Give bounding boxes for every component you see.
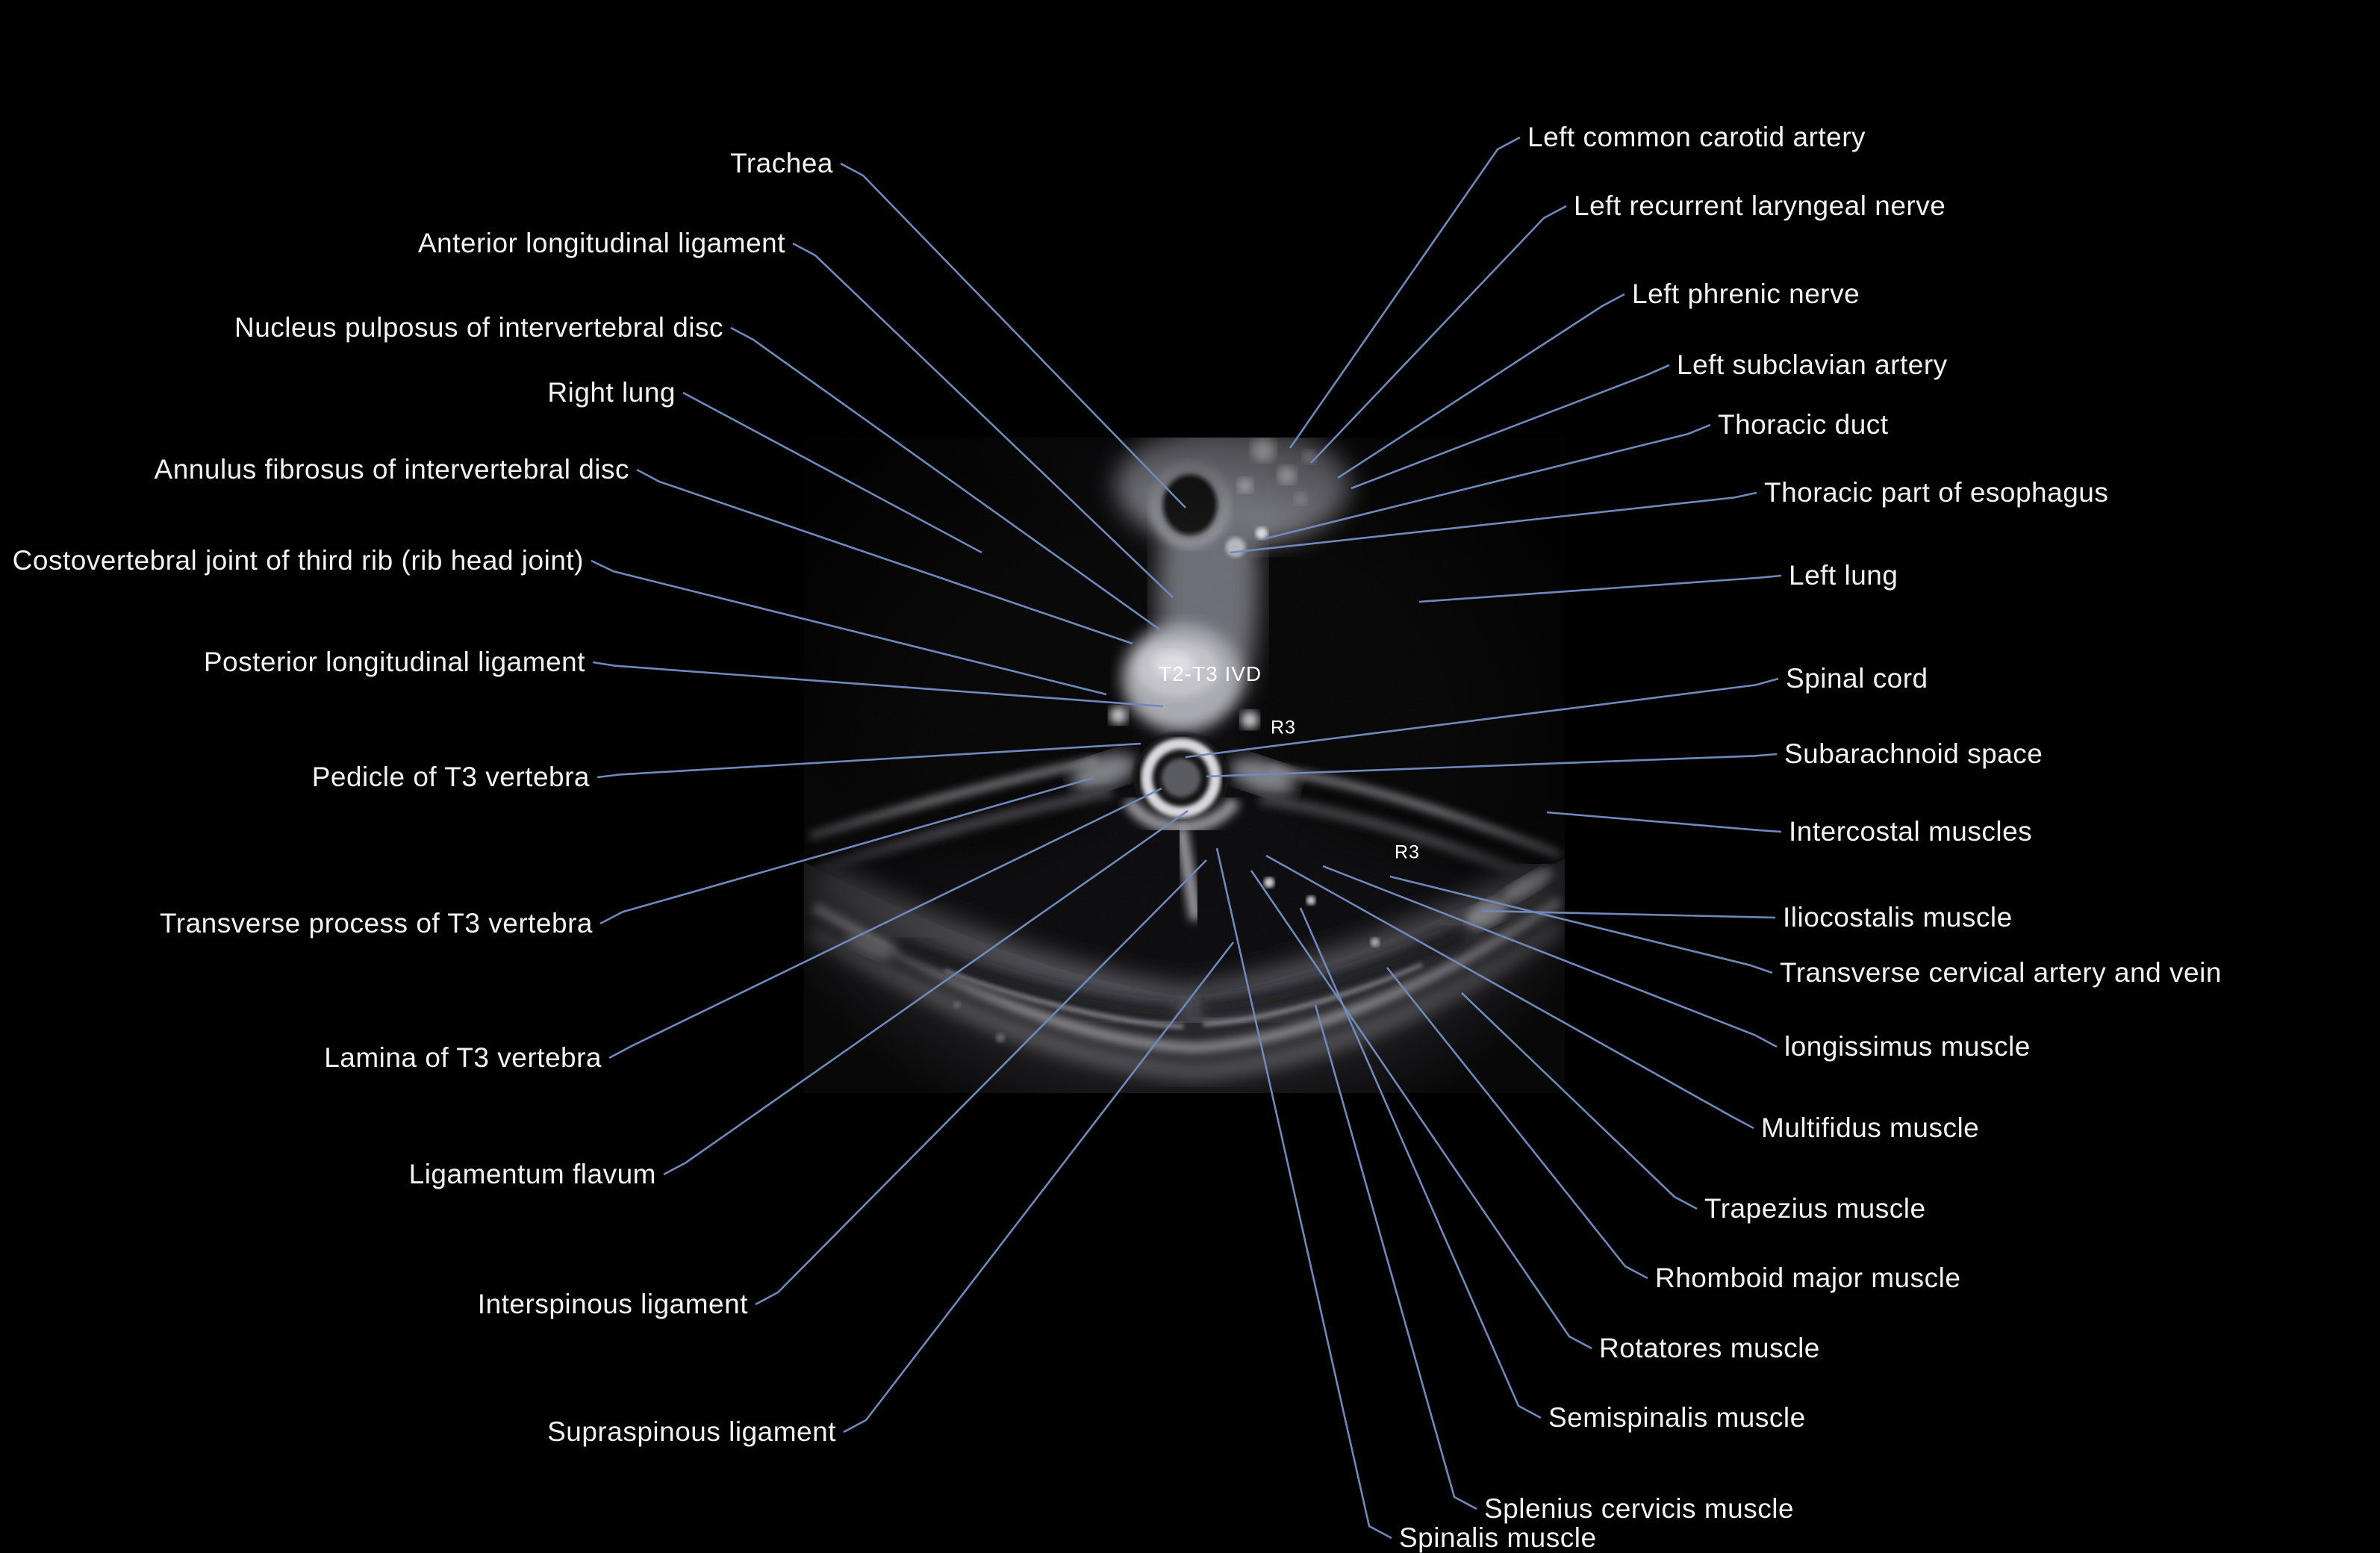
leader-line-costovertebral-joint-of-third-rib-rib-head-joint bbox=[591, 559, 1107, 696]
anatomy-label-rotatores-muscle: Rotatores muscle bbox=[1599, 1333, 1820, 1363]
leader-line-annulus-fibrosus-of-intervertebral-disc bbox=[636, 468, 1133, 645]
anatomy-label-lamina-of-t3-vertebra: Lamina of T3 vertebra bbox=[324, 1042, 602, 1073]
anatomy-label-anterior-longitudinal-ligament: Anterior longitudinal ligament bbox=[417, 228, 785, 258]
leader-line-rhomboid-major-muscle bbox=[1386, 967, 1648, 1280]
leader-line-thoracic-duct bbox=[1262, 423, 1711, 541]
anatomy-label-iliocostalis-muscle: Iliocostalis muscle bbox=[1783, 902, 2013, 933]
leader-line-right-lung bbox=[682, 391, 982, 554]
leader-lines-layer bbox=[591, 136, 1782, 1540]
leader-line-left-lung bbox=[1418, 574, 1782, 603]
leader-line-left-common-carotid-artery bbox=[1289, 136, 1521, 449]
anatomy-label-spinal-cord: Spinal cord bbox=[1786, 663, 1928, 694]
anatomy-label-longissimus-muscle: longissimus muscle bbox=[1784, 1031, 2031, 1062]
leader-line-left-recurrent-laryngeal-nerve bbox=[1310, 205, 1567, 464]
anatomy-label-rhomboid-major-muscle: Rhomboid major muscle bbox=[1655, 1263, 1961, 1293]
anatomy-label-thoracic-duct: Thoracic duct bbox=[1718, 409, 1889, 440]
leader-line-trapezius-muscle bbox=[1461, 992, 1698, 1210]
anatomy-label-supraspinous-ligament: Supraspinous ligament bbox=[547, 1416, 836, 1447]
anatomy-label-posterior-longitudinal-ligament: Posterior longitudinal ligament bbox=[203, 647, 585, 677]
anatomy-label-spinalis-muscle: Spinalis muscle bbox=[1399, 1522, 1597, 1553]
anatomy-label-left-subclavian-artery: Left subclavian artery bbox=[1677, 349, 1948, 380]
anatomy-label-left-common-carotid-artery: Left common carotid artery bbox=[1527, 122, 1866, 152]
leader-line-supraspinous-ligament bbox=[843, 942, 1235, 1434]
anatomy-label-right-lung: Right lung bbox=[547, 377, 676, 408]
anatomy-label-transverse-cervical-artery-and-vein: Transverse cervical artery and vein bbox=[1780, 957, 2222, 988]
anatomy-label-left-lung: Left lung bbox=[1789, 560, 1898, 591]
anatomy-label-transverse-process-of-t3-vertebra: Transverse process of T3 vertebra bbox=[160, 908, 593, 939]
leader-line-posterior-longitudinal-ligament bbox=[592, 661, 1164, 708]
leader-line-nucleus-pulposus-of-intervertebral-disc bbox=[730, 326, 1162, 632]
anatomy-label-intercostal-muscles: Intercostal muscles bbox=[1789, 816, 2033, 847]
leader-line-interspinous-ligament bbox=[755, 859, 1207, 1306]
leader-line-longissimus-muscle bbox=[1322, 865, 1778, 1048]
leader-line-transverse-process-of-t3-vertebra bbox=[599, 776, 1094, 925]
anatomy-label-ligamentum-flavum: Ligamentum flavum bbox=[408, 1159, 656, 1189]
anatomy-label-splenius-cervicis-muscle: Splenius cervicis muscle bbox=[1484, 1493, 1795, 1524]
anatomy-label-pedicle-of-t3-vertebra: Pedicle of T3 vertebra bbox=[311, 762, 590, 792]
leader-line-left-phrenic-nerve bbox=[1337, 293, 1625, 479]
anatomy-label-nucleus-pulposus-of-intervertebral-disc: Nucleus pulposus of intervertebral disc bbox=[234, 312, 723, 343]
leader-line-anterior-longitudinal-ligament bbox=[792, 242, 1174, 598]
leader-line-pedicle-of-t3-vertebra bbox=[596, 742, 1141, 779]
leader-line-subarachnoid-space bbox=[1206, 753, 1778, 778]
mri-slice-art bbox=[804, 438, 1565, 1093]
mri-overlay-text-t2-t3-ivd: T2-T3 IVD bbox=[1159, 662, 1262, 685]
anatomy-label-semispinalis-muscle: Semispinalis muscle bbox=[1548, 1402, 1806, 1433]
leader-line-lamina-of-t3-vertebra bbox=[608, 787, 1162, 1059]
leader-line-left-subclavian-artery bbox=[1351, 364, 1670, 490]
anatomy-label-costovertebral-joint-of-third-rib-rib-head-joint: Costovertebral joint of third rib (rib h… bbox=[12, 545, 584, 576]
anatomy-label-interspinous-ligament: Interspinous ligament bbox=[477, 1289, 748, 1319]
anatomy-label-annulus-fibrosus-of-intervertebral-disc: Annulus fibrosus of intervertebral disc bbox=[154, 454, 629, 485]
anatomy-label-left-phrenic-nerve: Left phrenic nerve bbox=[1632, 278, 1860, 309]
anatomy-label-subarachnoid-space: Subarachnoid space bbox=[1784, 738, 2043, 769]
leader-line-splenius-cervicis-muscle bbox=[1314, 1004, 1477, 1510]
leader-line-intercostal-muscles bbox=[1546, 811, 1782, 833]
leader-line-transverse-cervical-artery-and-vein bbox=[1389, 875, 1773, 974]
mri-overlay-text-r3: R3 bbox=[1395, 841, 1420, 863]
leader-line-spinal-cord bbox=[1185, 677, 1779, 759]
leader-line-semispinalis-muscle bbox=[1299, 907, 1542, 1419]
leader-line-spinalis-muscle bbox=[1215, 847, 1392, 1540]
leader-line-rotatores-muscle bbox=[1250, 870, 1592, 1350]
anatomy-label-thoracic-part-of-esophagus: Thoracic part of esophagus bbox=[1764, 477, 2109, 508]
anatomy-label-multifidus-muscle: Multifidus muscle bbox=[1761, 1112, 1980, 1143]
anatomy-label-trachea: Trachea bbox=[730, 148, 833, 178]
anatomy-label-trapezius-muscle: Trapezius muscle bbox=[1704, 1193, 1926, 1224]
leader-line-iliocostalis-muscle bbox=[1482, 909, 1776, 919]
leader-line-thoracic-part-of-esophagus bbox=[1230, 491, 1757, 554]
leader-line-multifidus-muscle bbox=[1265, 854, 1754, 1130]
mri-overlay-text-r3: R3 bbox=[1271, 717, 1296, 738]
leader-line-ligamentum-flavum bbox=[663, 809, 1189, 1176]
anatomy-label-left-recurrent-laryngeal-nerve: Left recurrent laryngeal nerve bbox=[1574, 190, 1946, 221]
leader-line-trachea bbox=[840, 162, 1186, 508]
